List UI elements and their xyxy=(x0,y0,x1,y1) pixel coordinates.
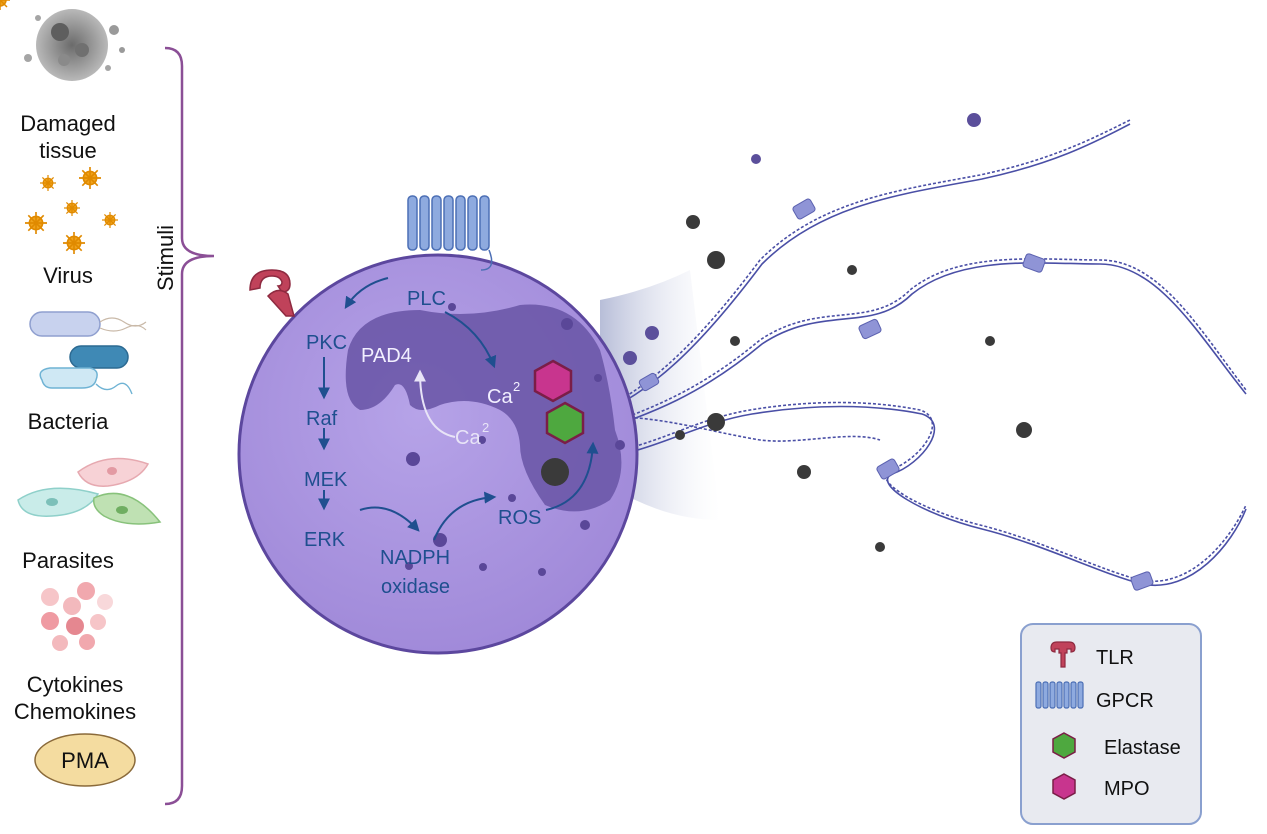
stimulus-label-bacteria: Bacteria xyxy=(28,409,109,434)
nadph-label-line1: NADPH xyxy=(380,547,450,569)
legend-elastase-label: Elastase xyxy=(1104,737,1181,759)
pma-oval xyxy=(34,733,136,787)
pathway-arrows xyxy=(318,277,599,541)
dna-strand-2 xyxy=(589,258,1247,431)
legend-tlr-label: TLR xyxy=(1096,647,1134,669)
legend-gpcr-label: GPCR xyxy=(1096,690,1154,712)
ca-upper-label: Ca xyxy=(487,386,513,408)
dna-strand-1b xyxy=(589,123,1131,419)
nucleosomes xyxy=(638,198,1154,591)
stimulus-label-damaged-2: tissue xyxy=(39,138,96,163)
legend-mpo-label: MPO xyxy=(1104,778,1150,800)
stimuli-bracket xyxy=(164,46,215,806)
neutrophil-cell xyxy=(237,253,639,655)
pkc-label: PKC xyxy=(306,332,347,354)
legend-tlr-icon xyxy=(1050,641,1076,668)
gpcr-receptor-icon xyxy=(407,195,493,271)
ca-lower-superscript: 2 xyxy=(482,420,489,435)
dna-strand-2b xyxy=(589,262,1247,435)
stimulus-label-cytokines: Cytokines xyxy=(27,672,124,697)
plc-label: PLC xyxy=(407,288,446,310)
ca-arrow xyxy=(414,369,456,438)
mpo-hexagon xyxy=(533,359,573,403)
dna-strand-1 xyxy=(589,119,1131,416)
ca-lower-label: Ca xyxy=(455,427,481,449)
elastase-hexagon xyxy=(545,401,585,445)
ca-upper-superscript: 2 xyxy=(513,379,520,394)
mek-label: MEK xyxy=(304,469,348,491)
raf-label: Raf xyxy=(306,408,338,430)
nadph-label-line2: oxidase xyxy=(381,576,450,598)
stimuli-panel: Damaged tissue Virus Bacteria xyxy=(0,0,162,787)
tlr-receptor-icon xyxy=(249,269,295,317)
ros-label: ROS xyxy=(498,507,541,529)
stimulus-label-chemokines: Chemokines xyxy=(14,699,136,724)
legend-elastase-icon xyxy=(1052,732,1076,759)
legend-gpcr-icon xyxy=(1035,681,1084,709)
stimulus-label-pma: PMA xyxy=(61,748,109,773)
pathway-labels: PLC PKC Raf MEK ERK NADPH oxidase ROS PA… xyxy=(304,288,541,598)
parasites-icon xyxy=(17,457,162,525)
damaged-tissue-icon xyxy=(24,9,125,81)
erk-label: ERK xyxy=(304,529,346,551)
stimulus-label-damaged-1: Damaged xyxy=(20,111,115,136)
legend-box: TLR GPCR Elastase MPO xyxy=(1020,623,1202,825)
virus-icon xyxy=(0,0,119,255)
legend-mpo-icon xyxy=(1052,773,1076,800)
pad4-label: PAD4 xyxy=(361,345,412,367)
released-granules xyxy=(623,113,1032,552)
dna-strand-3 xyxy=(589,401,1247,583)
cytokines-icon xyxy=(41,582,113,651)
stimulus-label-parasites: Parasites xyxy=(22,548,114,573)
intracellular-granules xyxy=(405,303,625,576)
stimulus-label-virus: Virus xyxy=(43,263,93,288)
granule-black xyxy=(541,458,569,486)
bacteria-icon xyxy=(29,311,147,395)
stimuli-bracket-label: Stimuli xyxy=(153,225,178,291)
